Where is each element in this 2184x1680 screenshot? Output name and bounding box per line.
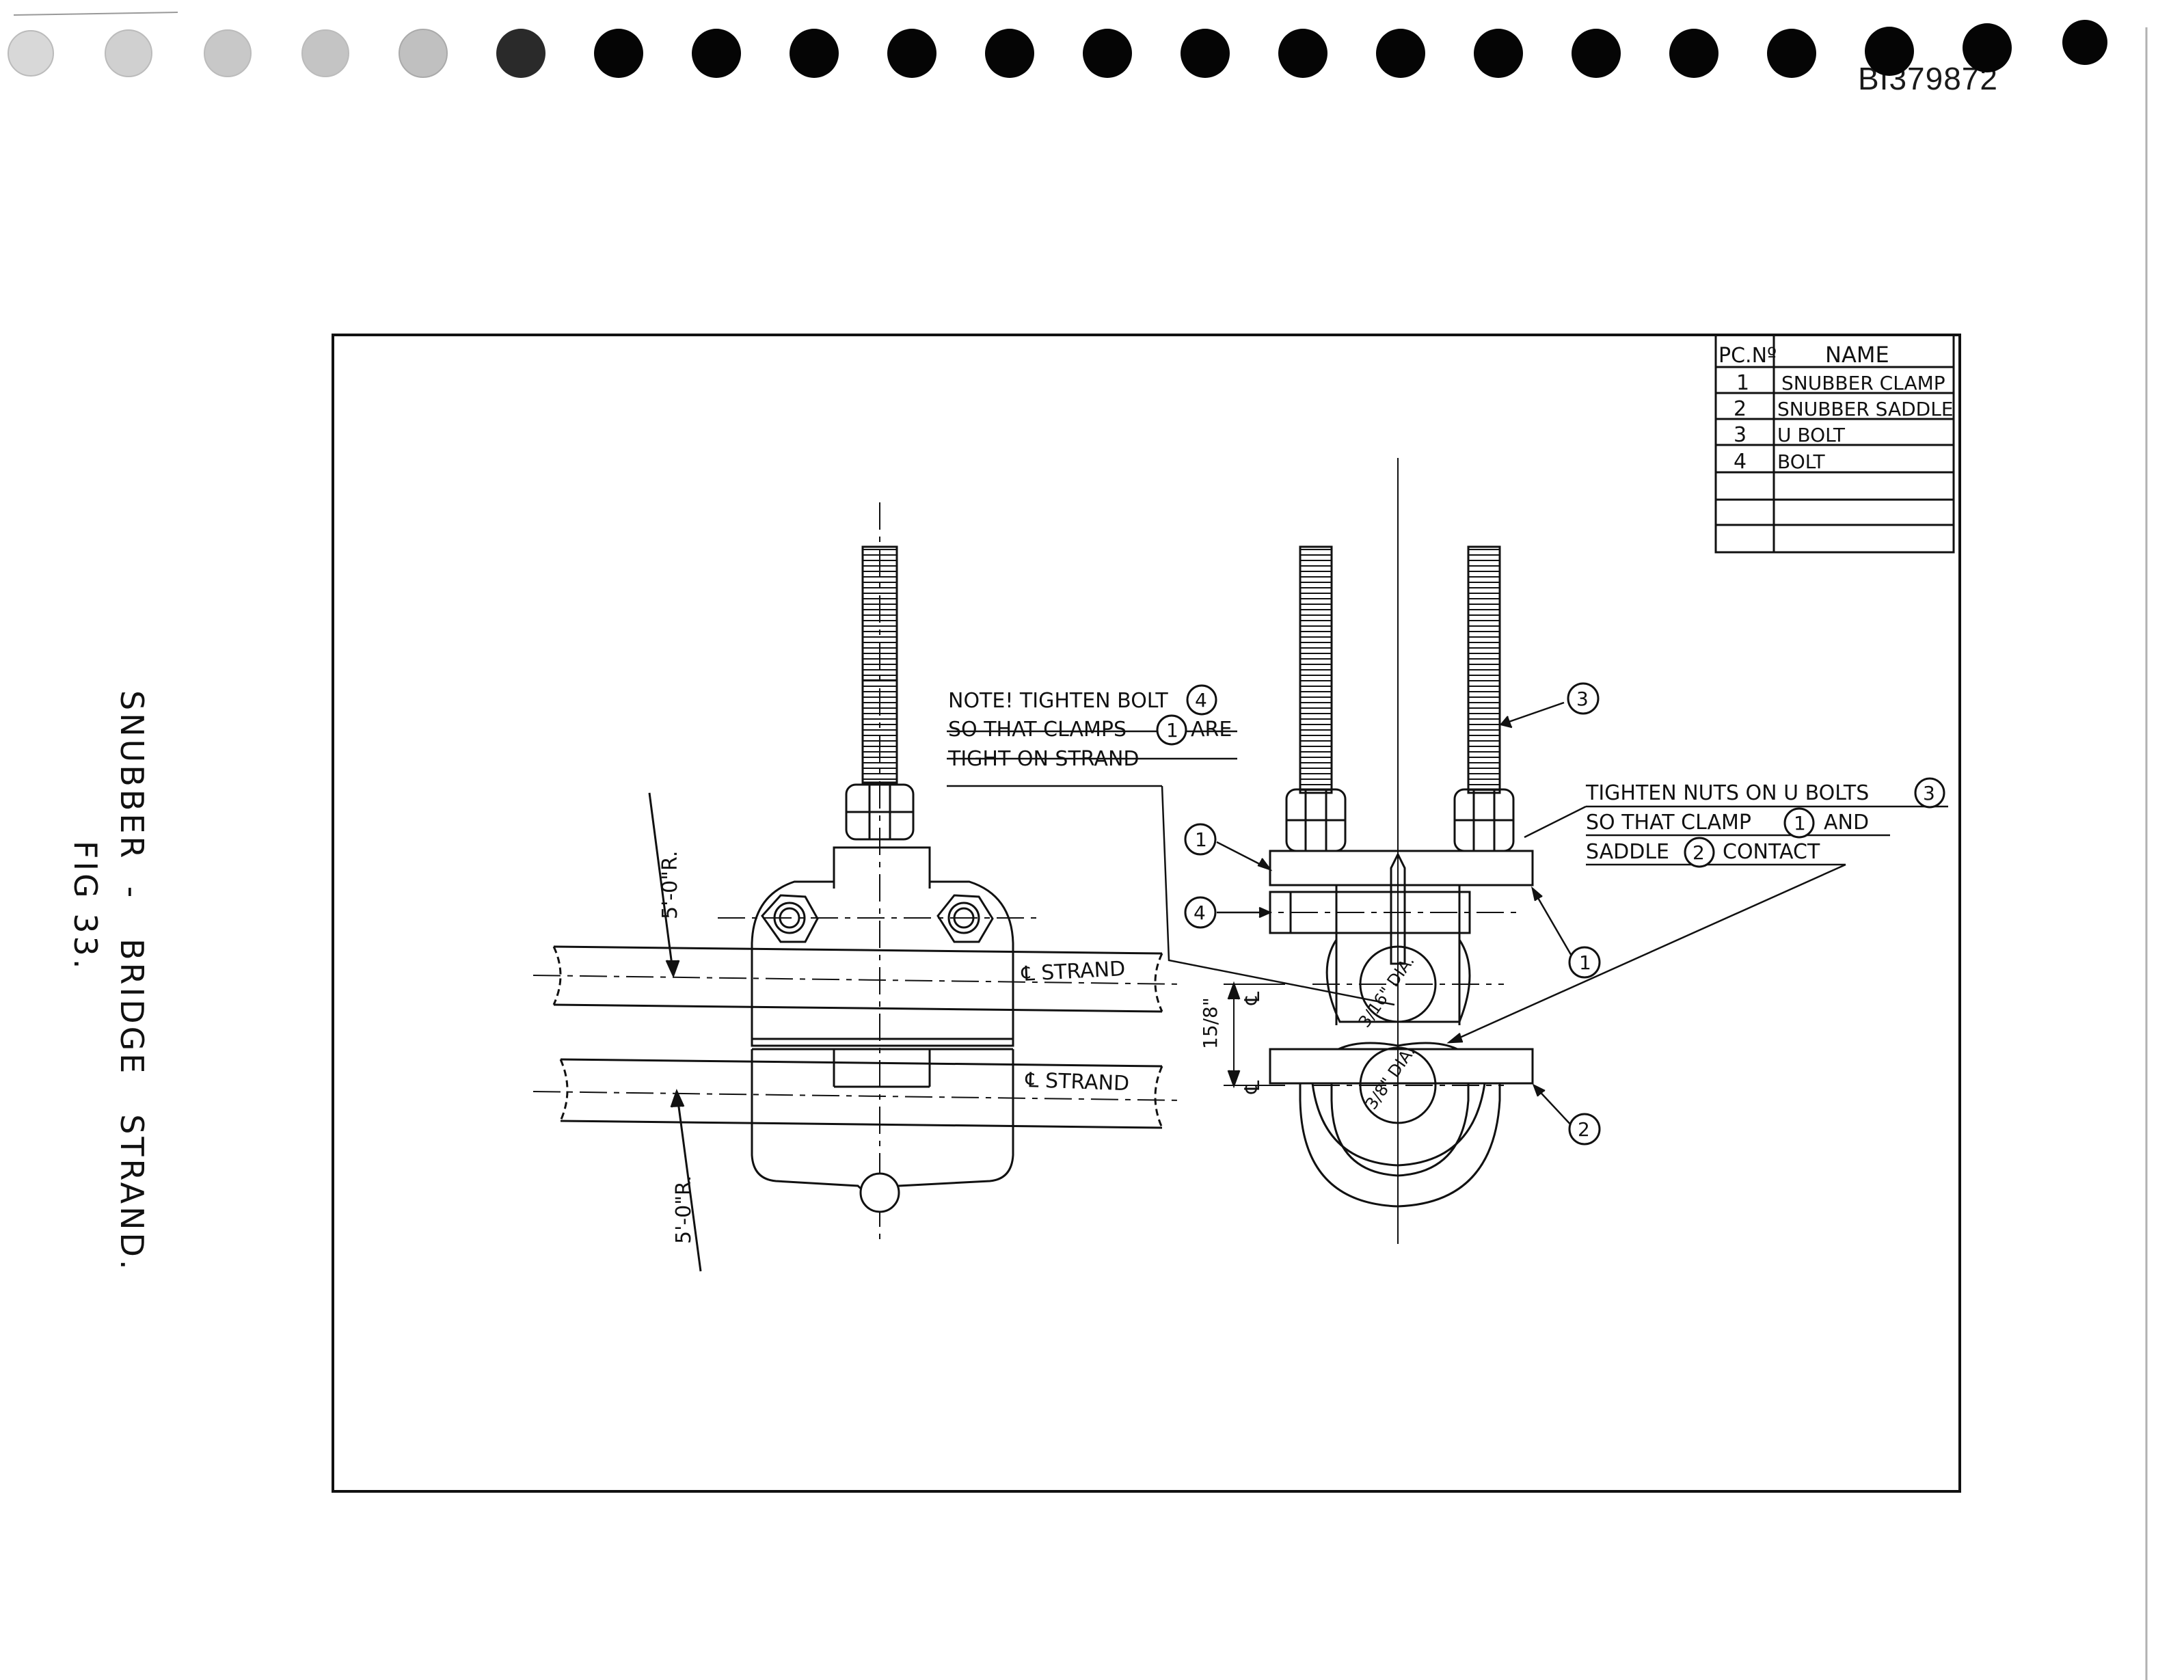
table-header-name: NAME [1825,342,1889,368]
note-nuts-line2: SO THAT CLAMP [1586,811,1751,835]
strand-lower-label: ℄ STRAND [1025,1068,1130,1096]
table-header-no: PC.Nº [1718,344,1777,368]
note-callout-label: 3 [1923,782,1935,804]
punch-hole [985,29,1034,78]
callout-1-right [1568,946,1601,979]
punch-holes [8,12,2148,1680]
centerline-mark-lower: ℄ [1241,1081,1265,1094]
table-row-name: BOLT [1777,450,1826,473]
punch-hole [1572,29,1621,78]
punch-hole [399,29,448,78]
punch-hole [1181,29,1230,78]
callout-1-label: 1 [1579,951,1591,974]
note-nuts-line2b: AND [1824,811,1869,835]
punch-hole [2062,20,2107,65]
punch-hole [1865,27,1914,76]
punch-hole [594,29,643,78]
note-callout-1b [1783,807,1815,839]
note-callout-label: 1 [1794,812,1806,835]
punch-hole [1376,29,1425,78]
punch-hole [1083,29,1132,78]
punch-hole [1963,23,2012,72]
height-dimension: 15/8" [1199,997,1222,1049]
punch-hole [790,29,839,78]
punch-hole [496,29,545,78]
callout-1-label: 1 [1195,828,1207,851]
note-callout-1 [1156,714,1187,746]
callout-balloons [1156,682,1945,1146]
table-row-name: U BOLT [1777,424,1846,446]
table-row-no: 1 [1736,371,1749,395]
drawing-border [332,334,1961,1493]
end-view [1224,458,1534,1244]
callout-4 [1184,896,1217,929]
callout-leaders [947,701,1948,1128]
note-nuts-line3b: CONTACT [1723,840,1820,864]
note-bolt-line2b: ARE [1191,718,1232,742]
dia-lower-label: 3/8" DIA. [1362,1042,1419,1113]
note-bolt-line1: NOTE! TIGHTEN BOLT [948,689,1168,713]
callout-2 [1568,1113,1601,1146]
note-nuts-line3: SADDLE [1586,840,1669,864]
table-row-no: 4 [1734,450,1747,474]
note-callout-label: 2 [1693,841,1705,864]
table-row-no: 3 [1734,423,1747,447]
note-callout-2 [1684,837,1715,868]
note-bolt-line2: SO THAT CLAMPS [948,718,1127,742]
note-nuts-line1: TIGHTEN NUTS ON U BOLTS [1585,781,1869,805]
note-bolt-line3: TIGHT ON STRAND [947,747,1140,771]
punch-hole [887,29,936,78]
punch-hole [301,29,349,77]
table-row-name: SNUBBER CLAMP [1781,372,1945,394]
centerline-mark-upper: ℄ [1241,992,1265,1005]
note-callout-label: 1 [1166,719,1178,742]
punch-hole [204,29,252,77]
callout-1-left [1184,823,1217,856]
punch-hole [692,29,741,78]
callout-2-label: 2 [1578,1118,1590,1141]
parts-table [1714,334,1955,554]
callout-4-label: 4 [1194,902,1206,924]
note-callout-4 [1186,684,1217,716]
note-callout-label: 4 [1195,689,1207,712]
punch-hole [1669,29,1718,78]
radius-top-label: 5'-0"R. [658,851,682,919]
table-row-no: 2 [1734,397,1747,421]
callout-3-label: 3 [1576,688,1589,710]
punch-hole [1767,29,1816,78]
punch-hole [1278,29,1327,78]
side-view [532,502,1183,1272]
punch-hole [8,30,54,77]
punch-hole [105,29,152,77]
table-row-name: SNUBBER SADDLE [1777,398,1954,420]
strand-upper-label: ℄ STRAND [1021,957,1126,986]
radius-bottom-label: 5'-0"R. [672,1176,696,1244]
punch-hole [1474,29,1523,78]
callout-3 [1567,682,1600,715]
note-callout-3 [1914,777,1945,809]
